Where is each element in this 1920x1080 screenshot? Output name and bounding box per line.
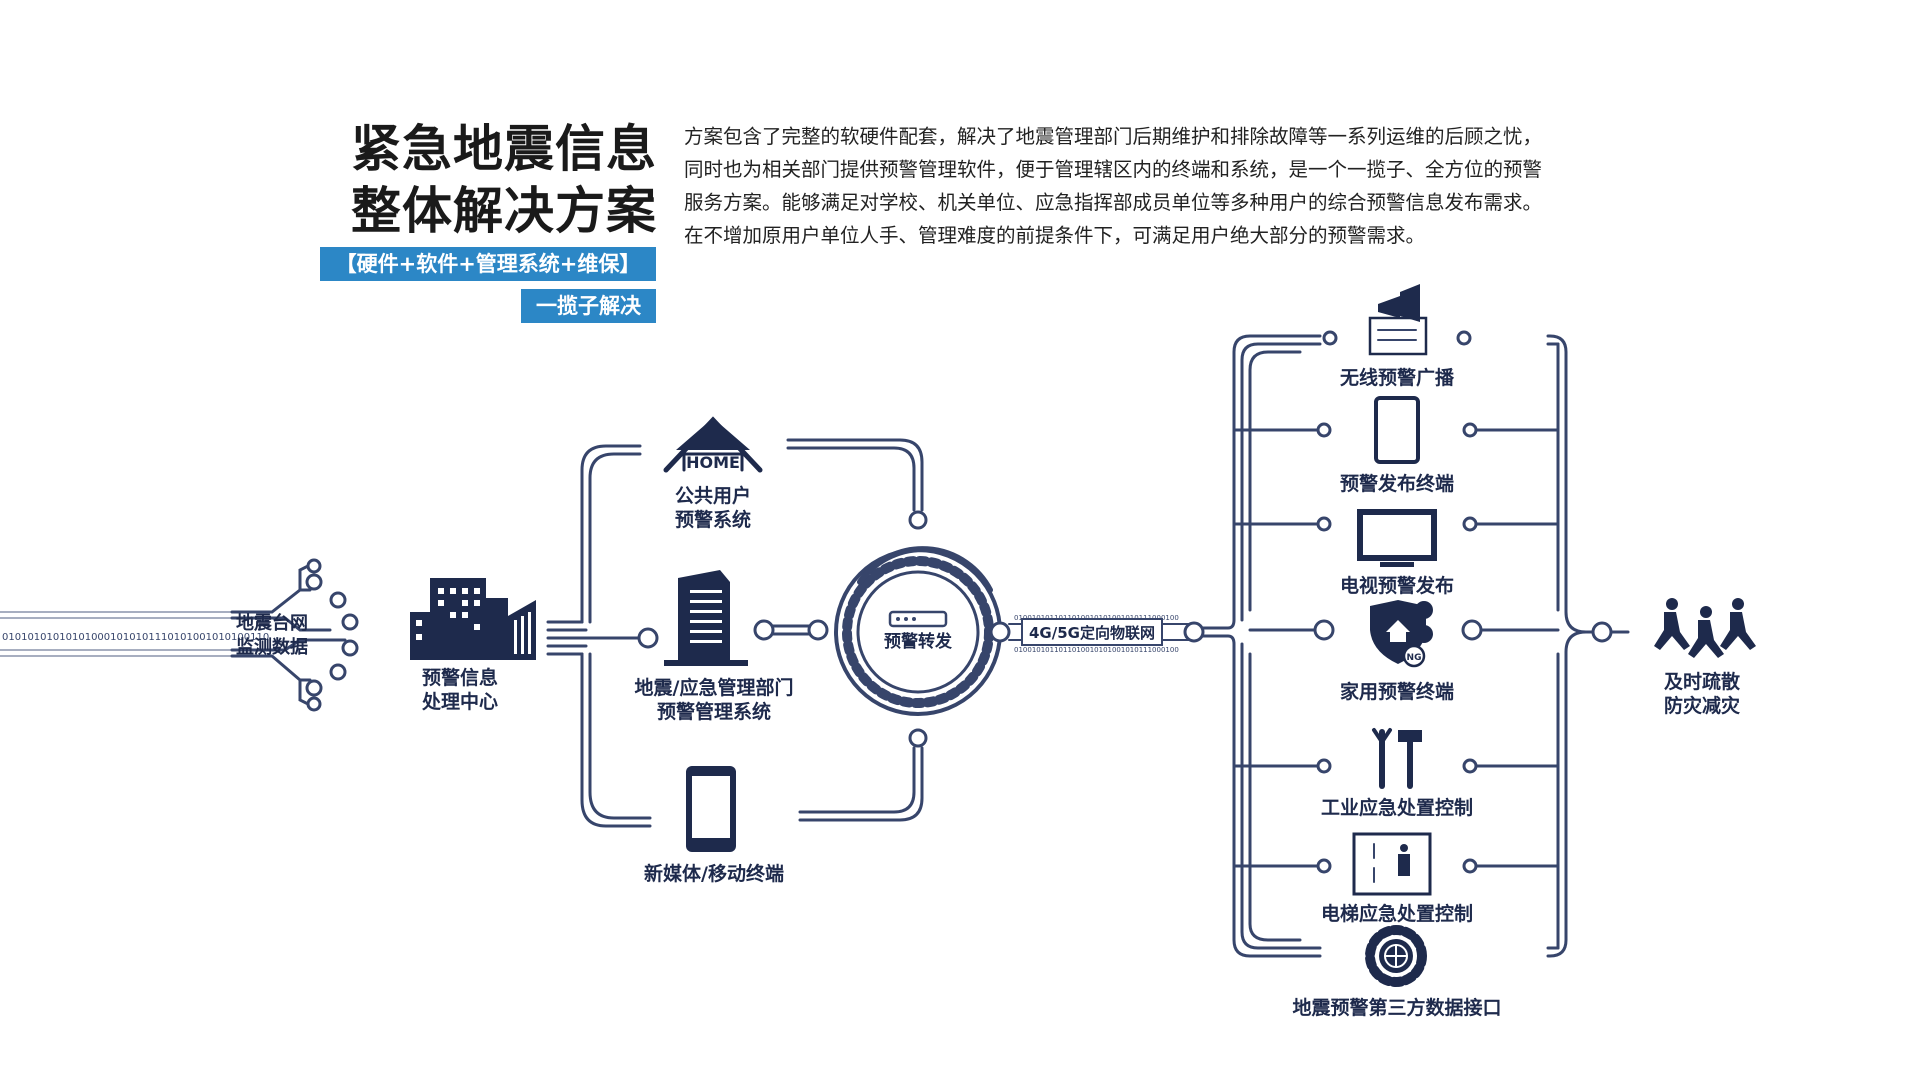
home-terminal-icon: NG xyxy=(1370,600,1433,668)
admin-system-label: 地震/应急管理部门 预警管理系统 xyxy=(604,676,824,724)
people-running-icon xyxy=(1654,598,1756,658)
admin-connectors xyxy=(753,619,829,641)
evacuate-label-line1: 及时疏散 xyxy=(1663,671,1740,693)
description-line: 服务方案。能够满足对学校、机关单位、应急指挥部成员单位等多种用户的综合预警信息发… xyxy=(684,191,1543,214)
public-label-line2: 预警系统 xyxy=(674,509,751,531)
tag-main: 【硬件+软件+管理系统+维保】 xyxy=(320,247,656,281)
terminal-frame xyxy=(1201,330,1630,958)
center-connectors xyxy=(546,444,659,828)
terminal-label-elevator: 电梯应急处置控制 xyxy=(1320,903,1473,925)
ng-badge: NG xyxy=(1407,653,1422,663)
city-icon xyxy=(410,578,536,660)
admin-label-line2: 预警管理系统 xyxy=(656,701,771,723)
relay-label: 预警转发 xyxy=(884,632,952,652)
terminal-label-home: 家用预警终端 xyxy=(1339,681,1454,703)
public-label-line1: 公共用户 xyxy=(674,485,751,507)
elevator-icon xyxy=(1352,832,1432,896)
admin-label-line1: 地震/应急管理部门 xyxy=(634,677,794,699)
source-label: 地震台网 监测数据 xyxy=(236,612,308,660)
title-block: 紧急地震信息 整体解决方案 xyxy=(322,118,657,242)
public-system-label: 公共用户 预警系统 xyxy=(653,484,773,532)
network-bar: 0100101011011010010101001010111000100 01… xyxy=(1008,614,1205,654)
terminal-label-tv: 电视预警发布 xyxy=(1339,575,1454,597)
home-icon: HOME xyxy=(663,416,763,473)
title-line-1: 紧急地震信息 xyxy=(351,119,657,178)
center-label-line2: 处理中心 xyxy=(421,691,498,713)
network-binary-bottom: 0100101011011010010101001010111000100 xyxy=(1014,646,1179,654)
tag-sub: 一揽子解决 xyxy=(521,289,656,323)
terminal-label-publisher: 预警发布终端 xyxy=(1339,473,1454,495)
terminal-label-broadcast: 无线预警广播 xyxy=(1339,367,1454,389)
building-icon xyxy=(664,570,748,666)
center-label: 预警信息 处理中心 xyxy=(400,666,520,714)
description: 方案包含了完整的软硬件配套，解决了地震管理部门后期维护和排除故障等一系列运维的后… xyxy=(684,120,1684,252)
evacuate-label: 及时疏散 防灾减灾 xyxy=(1642,670,1762,718)
relay-loop xyxy=(786,438,928,822)
gear-globe-icon xyxy=(1365,925,1427,987)
description-line: 同时也为相关部门提供预警管理软件，便于管理辖区内的终端和系统，是一个一揽子、全方… xyxy=(684,158,1543,181)
center-label-line1: 预警信息 xyxy=(421,667,498,689)
mobile-terminal-label: 新媒体/移动终端 xyxy=(644,863,784,885)
source-label-line1: 地震台网 xyxy=(236,613,308,634)
description-line: 在不增加原用户单位人手、管理难度的前提条件下，可满足用户绝大部分的预警需求。 xyxy=(684,224,1426,247)
terminal-label-third-party: 地震预警第三方数据接口 xyxy=(1292,997,1502,1019)
broadcast-icon xyxy=(1368,284,1428,356)
tv-icon xyxy=(1357,509,1437,567)
description-line: 方案包含了完整的软硬件配套，解决了地震管理部门后期维护和排除故障等一系列运维的后… xyxy=(684,125,1543,148)
relay-ring-icon xyxy=(834,546,1011,716)
title-line-2: 整体解决方案 xyxy=(351,181,657,240)
terminal-icon xyxy=(1374,396,1420,464)
phone-icon xyxy=(686,766,736,852)
source-binary: 0101010101010100010101011101010010101001… xyxy=(2,632,269,643)
source-label-line2: 监测数据 xyxy=(236,637,308,658)
evacuate-label-line2: 防灾减灾 xyxy=(1663,695,1740,717)
data-stream: 0101010101010100010101011101010010101001… xyxy=(0,558,359,712)
terminal-label-industrial: 工业应急处置控制 xyxy=(1320,797,1473,819)
tools-icon xyxy=(1372,728,1422,789)
home-icon-text: HOME xyxy=(686,453,740,472)
network-label: 4G/5G定向物联网 xyxy=(1029,624,1155,642)
